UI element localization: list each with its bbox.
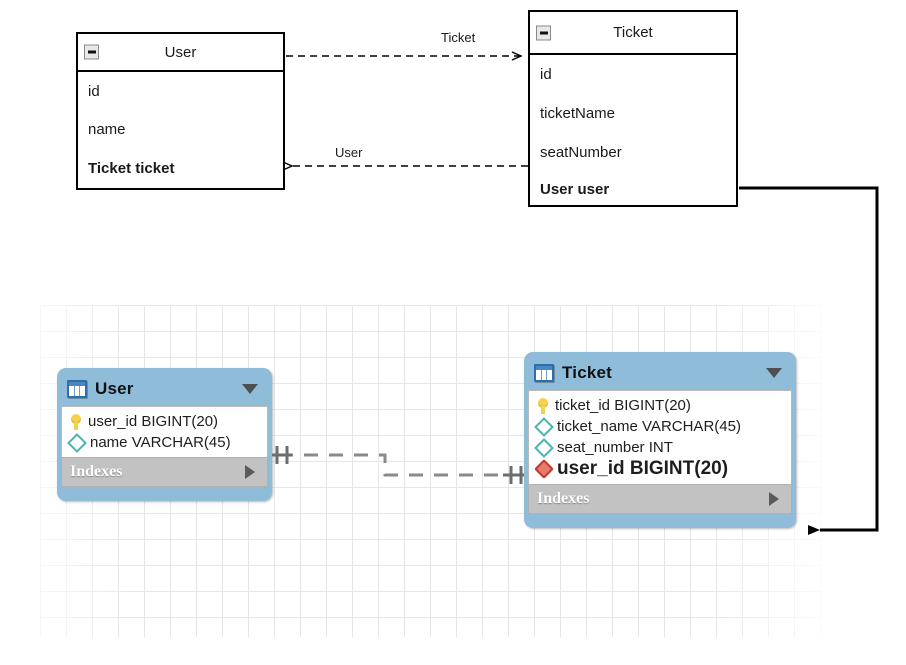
wb-table-ticket-indexes[interactable]: Indexes <box>528 484 792 514</box>
wb-table-user-header[interactable]: User <box>61 372 268 406</box>
wb-column-label: user_id BIGINT(20) <box>88 413 219 430</box>
caret-down-icon[interactable] <box>766 368 782 378</box>
wb-table-user-indexes[interactable]: Indexes <box>61 457 268 487</box>
uml-class-ticket-header: Ticket <box>530 12 736 55</box>
uml-class-ticket[interactable]: Ticket id ticketName seatNumber User use… <box>528 10 738 207</box>
wb-column-label: name VARCHAR(45) <box>90 434 231 451</box>
association-label-user: User <box>335 145 363 160</box>
uml-attribute: seatNumber <box>540 144 622 161</box>
uml-class-ticket-title: Ticket <box>613 24 653 41</box>
caret-right-icon[interactable] <box>769 492 779 506</box>
wb-table-ticket-title: Ticket <box>562 363 613 382</box>
uml-class-user-title: User <box>164 43 197 61</box>
wb-column-row-foreign-key[interactable]: user_id BIGINT(20) <box>529 458 791 480</box>
wb-column-label: user_id BIGINT(20) <box>557 458 729 479</box>
minus-collapse-icon[interactable] <box>536 25 551 40</box>
wb-column-row[interactable]: ticket_id BIGINT(20) <box>529 395 791 416</box>
wb-column-row[interactable]: name VARCHAR(45) <box>62 432 267 453</box>
wb-table-ticket-columns: ticket_id BIGINT(20) ticket_name VARCHAR… <box>528 390 792 484</box>
caret-right-icon[interactable] <box>245 465 255 479</box>
wb-column-label: ticket_id BIGINT(20) <box>555 397 691 414</box>
uml-attribute: name <box>88 121 126 138</box>
uml-class-user-attributes: id name Ticket ticket <box>78 72 283 188</box>
wb-indexes-label: Indexes <box>70 463 123 480</box>
wb-table-ticket[interactable]: Ticket ticket_id BIGINT(20) ticket_name … <box>524 352 796 528</box>
uml-attribute: id <box>540 66 552 83</box>
table-icon <box>67 380 87 398</box>
association-label-ticket: Ticket <box>441 30 476 45</box>
wb-column-row[interactable]: seat_number INT <box>529 437 791 458</box>
minus-collapse-icon[interactable] <box>84 44 99 60</box>
wb-column-label: seat_number INT <box>557 439 673 456</box>
wb-table-user-title: User <box>95 379 134 398</box>
wb-column-row[interactable]: ticket_name VARCHAR(45) <box>529 416 791 437</box>
uml-class-ticket-attributes: id ticketName seatNumber User user <box>530 55 736 206</box>
uml-attribute: User user <box>540 180 610 198</box>
wb-table-ticket-header[interactable]: Ticket <box>528 356 792 390</box>
wb-relationship-user-ticket[interactable] <box>272 446 524 484</box>
annotation-arrow-icon <box>739 186 879 535</box>
uml-attribute: id <box>88 82 100 100</box>
primary-key-icon <box>70 413 82 430</box>
caret-down-icon[interactable] <box>242 384 258 394</box>
uml-attribute: ticketName <box>540 105 616 122</box>
wb-indexes-label: Indexes <box>537 490 590 507</box>
wb-column-label: ticket_name VARCHAR(45) <box>557 418 741 435</box>
primary-key-icon <box>537 397 549 414</box>
wb-table-user[interactable]: User user_id BIGINT(20) name VARCHAR(45)… <box>57 368 272 501</box>
wb-table-user-columns: user_id BIGINT(20) name VARCHAR(45) <box>61 406 268 457</box>
uml-class-user-header: User <box>78 34 283 72</box>
table-icon <box>534 364 554 382</box>
uml-attribute: Ticket ticket <box>88 160 175 177</box>
uml-class-user[interactable]: User id name Ticket ticket <box>76 32 285 190</box>
wb-column-row[interactable]: user_id BIGINT(20) <box>62 411 267 432</box>
